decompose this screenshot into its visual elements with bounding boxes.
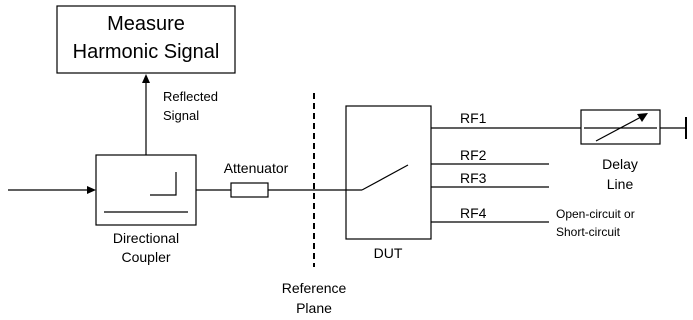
directional-coupler-box	[95, 154, 197, 226]
rf3-label: RF3	[460, 170, 487, 186]
reference-label-line2: Plane	[296, 300, 332, 316]
delay-label-line1: Delay	[602, 156, 638, 172]
rf1-label: RF1	[460, 110, 487, 126]
termination-label-line2: Short-circuit	[556, 225, 621, 239]
attenuator-box	[230, 182, 269, 198]
reflected-label-line2: Signal	[163, 108, 199, 123]
reflected-signal-arrowhead	[142, 74, 150, 83]
delay-line-box	[580, 109, 661, 145]
rf4-label: RF4	[460, 205, 487, 221]
coupler-path-symbol	[150, 172, 177, 196]
delay-variable-arrow-shaft	[595, 116, 642, 142]
dut-box	[345, 105, 432, 240]
input-signal-arrowhead	[87, 186, 96, 194]
measure-box	[56, 5, 236, 74]
attenuator-label: Attenuator	[224, 160, 289, 176]
dut-label: DUT	[374, 245, 403, 261]
rf2-label: RF2	[460, 147, 487, 163]
termination-label-line1: Open-circuit or	[556, 207, 635, 221]
delay-label-line2: Line	[607, 176, 634, 192]
delay-variable-arrowhead	[637, 113, 648, 122]
coupler-label-line2: Coupler	[121, 249, 170, 265]
reference-label-line1: Reference	[282, 280, 347, 296]
reflected-label-line1: Reflected	[163, 89, 218, 104]
measure-label-line1: Measure	[107, 13, 185, 35]
coupler-label-line1: Directional	[113, 230, 179, 246]
dut-switch-arm	[361, 164, 409, 191]
measure-label-line2: Harmonic Signal	[73, 41, 220, 63]
